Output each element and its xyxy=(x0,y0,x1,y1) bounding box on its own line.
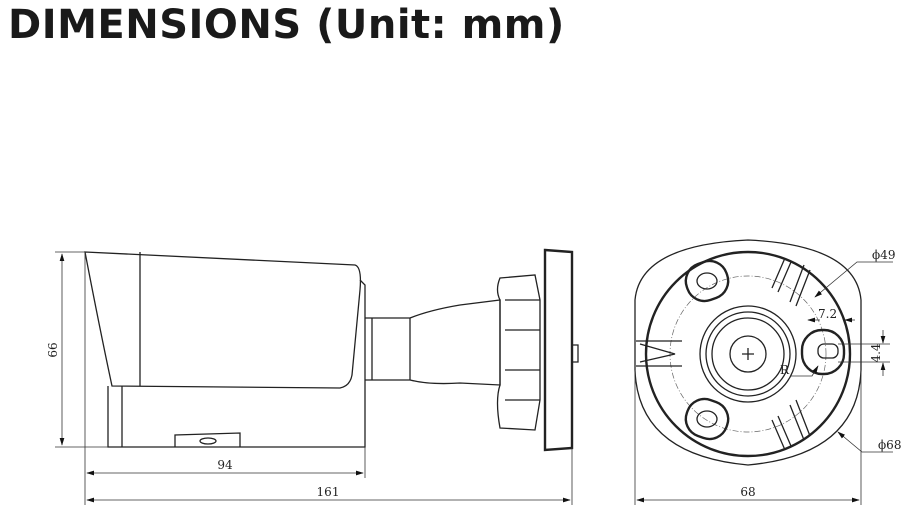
camera-housing xyxy=(84,251,362,389)
body-length-label: 94 xyxy=(217,458,233,472)
camera-body xyxy=(107,279,366,448)
base-ring xyxy=(644,250,852,458)
radius-label: R xyxy=(780,363,790,377)
height-label: 66 xyxy=(46,342,60,357)
ribs xyxy=(636,257,811,451)
rear-view: 68 ϕ49 ϕ68 7.2 4.4 R xyxy=(634,239,901,505)
width-label: 68 xyxy=(740,485,755,499)
bottom-latch xyxy=(174,432,241,447)
mount-plate xyxy=(543,248,574,452)
slot-width-label: 7.2 xyxy=(818,307,837,321)
bracket-nut xyxy=(496,274,541,431)
outer-diameter-label: ϕ68 xyxy=(878,438,901,452)
page-title: DIMENSIONS (Unit: mm) xyxy=(8,2,565,48)
bracket-arm xyxy=(365,299,501,386)
screw-slots xyxy=(684,259,846,441)
total-length-label: 161 xyxy=(317,485,340,499)
inner-diameter-label: ϕ49 xyxy=(872,248,895,262)
slot-height-label: 4.4 xyxy=(869,343,883,362)
side-view: 66 94 161 xyxy=(46,248,579,505)
